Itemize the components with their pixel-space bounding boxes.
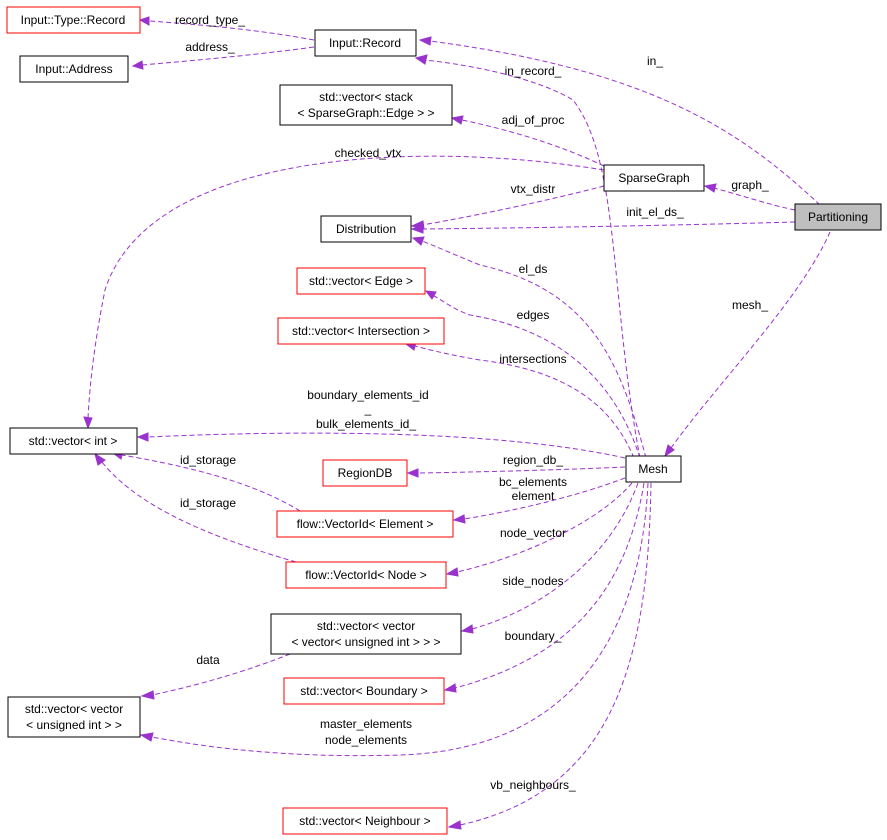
label-data: data bbox=[196, 653, 220, 667]
node-partitioning[interactable]: Partitioning bbox=[794, 203, 882, 231]
node-mesh[interactable]: Mesh bbox=[625, 455, 682, 483]
label-mesh: mesh_ bbox=[732, 298, 768, 312]
label-element: element bbox=[512, 489, 555, 503]
edge-data bbox=[140, 653, 291, 700]
edge-node-vector bbox=[445, 482, 633, 577]
node-vector-edge[interactable]: std::vector< Edge > bbox=[296, 267, 426, 295]
label-id-storage-2: id_storage bbox=[180, 496, 236, 510]
svg-text:< vector< unsigned int > > >: < vector< unsigned int > > > bbox=[291, 635, 440, 649]
svg-text:std::vector< Neighbour >: std::vector< Neighbour > bbox=[299, 814, 430, 828]
label-edges: edges bbox=[517, 308, 550, 322]
edge-in-record bbox=[414, 54, 641, 459]
label-side-nodes: side_nodes bbox=[502, 574, 563, 588]
node-vector-neighbour[interactable]: std::vector< Neighbour > bbox=[282, 807, 448, 835]
label-checked-vtx: checked_vtx bbox=[335, 146, 402, 160]
node-input-record[interactable]: Input::Record bbox=[314, 29, 417, 57]
svg-text:std::vector< vector: std::vector< vector bbox=[25, 702, 123, 716]
edge-record-type bbox=[138, 16, 315, 41]
label-master-elements: master_elements bbox=[320, 717, 412, 731]
edge-boundary bbox=[443, 482, 645, 693]
edge-mesh bbox=[664, 231, 831, 458]
edge-vtx-distr bbox=[410, 185, 605, 230]
svg-text:< unsigned int > >: < unsigned int > > bbox=[26, 718, 122, 732]
label-address: address_ bbox=[185, 40, 235, 54]
label-node-elements: node_elements bbox=[325, 733, 407, 747]
node-vector-intersection[interactable]: std::vector< Intersection > bbox=[277, 317, 445, 345]
svg-text:Input::Address: Input::Address bbox=[35, 62, 112, 76]
label-boundary: boundary_ bbox=[505, 629, 562, 643]
svg-text:Partitioning: Partitioning bbox=[808, 210, 868, 224]
label-in-record: in_record_ bbox=[505, 64, 562, 78]
label-adj-of-proc: adj_of_proc bbox=[502, 113, 565, 127]
edge-graph bbox=[703, 183, 796, 211]
edge-edges bbox=[424, 290, 641, 459]
label-vtx-distr: vtx_distr bbox=[511, 182, 556, 196]
edge-address bbox=[131, 46, 315, 70]
label-region-db: region_db_ bbox=[503, 453, 563, 467]
svg-text:SparseGraph: SparseGraph bbox=[618, 171, 689, 185]
svg-text:std::vector< int >: std::vector< int > bbox=[29, 434, 118, 448]
svg-text:std::vector< vector: std::vector< vector bbox=[317, 619, 415, 633]
svg-text:flow::VectorId< Node >: flow::VectorId< Node > bbox=[305, 568, 426, 582]
node-vector-boundary[interactable]: std::vector< Boundary > bbox=[283, 677, 445, 705]
edge-el-ds bbox=[411, 236, 647, 459]
svg-text:Input::Record: Input::Record bbox=[329, 36, 401, 50]
label-id-storage-1: id_storage bbox=[180, 453, 236, 467]
edge-checked-vtx bbox=[83, 155, 605, 430]
label-node-vector: node_vector bbox=[500, 526, 566, 540]
svg-text:Mesh: Mesh bbox=[638, 462, 667, 476]
label-intersections: intersections bbox=[499, 352, 566, 366]
label-el-ds: el_ds bbox=[519, 262, 548, 276]
edge-side-nodes bbox=[460, 482, 639, 634]
label-boundary-elements-id-underscore: _ bbox=[364, 402, 372, 416]
edge-init-el-ds bbox=[410, 221, 796, 234]
edge-vb-neighbours bbox=[447, 482, 652, 830]
node-region-db[interactable]: RegionDB bbox=[322, 459, 408, 487]
node-vector-int[interactable]: std::vector< int > bbox=[9, 427, 138, 455]
svg-text:< SparseGraph::Edge > >: < SparseGraph::Edge > > bbox=[297, 106, 434, 120]
label-boundary-elements-id: boundary_elements_id bbox=[307, 388, 428, 402]
svg-text:Distribution: Distribution bbox=[336, 222, 396, 236]
edge-region-db bbox=[406, 466, 626, 478]
svg-text:RegionDB: RegionDB bbox=[338, 466, 393, 480]
node-input-type-record[interactable]: Input::Type::Record bbox=[6, 6, 141, 34]
edge-bc-elements bbox=[452, 477, 626, 524]
edge-adj-of-proc bbox=[450, 115, 605, 167]
node-input-address[interactable]: Input::Address bbox=[19, 55, 129, 83]
node-vector-vector-uint[interactable]: std::vector< vector < unsigned int > > bbox=[7, 696, 141, 738]
edge-master-elements bbox=[139, 482, 649, 757]
label-bc-elements: bc_elements bbox=[499, 475, 567, 489]
node-distribution[interactable]: Distribution bbox=[320, 215, 412, 243]
edge-in bbox=[418, 36, 821, 206]
node-vectorid-node[interactable]: flow::VectorId< Node > bbox=[285, 561, 447, 589]
node-sparse-graph[interactable]: SparseGraph bbox=[603, 164, 705, 192]
edge-bulk-elements bbox=[136, 432, 626, 459]
node-vectorid-element[interactable]: flow::VectorId< Element > bbox=[276, 510, 454, 538]
label-vb-neighbours: vb_neighbours_ bbox=[490, 778, 576, 792]
svg-text:Input::Type::Record: Input::Type::Record bbox=[21, 13, 126, 27]
svg-text:std::vector< stack: std::vector< stack bbox=[319, 90, 414, 104]
label-bulk-elements-id: bulk_elements_id_ bbox=[316, 417, 416, 431]
svg-text:std::vector< Edge >: std::vector< Edge > bbox=[309, 274, 413, 288]
svg-text:std::vector< Intersection >: std::vector< Intersection > bbox=[292, 324, 430, 338]
label-init-el-ds: init_el_ds_ bbox=[626, 205, 684, 219]
edge-id-storage-2 bbox=[94, 452, 297, 563]
label-graph: graph_ bbox=[731, 178, 769, 192]
label-record-type: record_type_ bbox=[175, 13, 245, 27]
svg-text:std::vector< Boundary >: std::vector< Boundary > bbox=[300, 684, 427, 698]
svg-text:flow::VectorId< Element >: flow::VectorId< Element > bbox=[297, 517, 434, 531]
node-vector-stack-edge[interactable]: std::vector< stack < SparseGraph::Edge >… bbox=[279, 84, 453, 126]
node-vector-vector-vector[interactable]: std::vector< vector < vector< unsigned i… bbox=[270, 613, 462, 655]
label-in: in_ bbox=[647, 54, 663, 68]
